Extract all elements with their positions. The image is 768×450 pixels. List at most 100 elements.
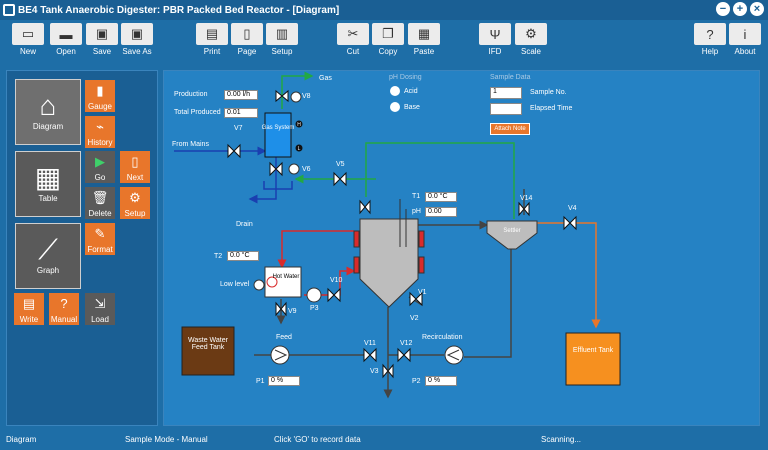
v3-valve[interactable] <box>382 363 394 379</box>
drain-label: Drain <box>236 221 253 228</box>
status-view: Diagram <box>6 435 37 444</box>
status-mode: Sample Mode - Manual <box>125 435 208 444</box>
v10-valve[interactable] <box>327 287 341 303</box>
effluent-tank-label: Effluent Tank <box>572 347 614 354</box>
print-button[interactable]: ▤Print <box>196 23 228 57</box>
window-title: BE4 Tank Anaerobic Digester: PBR Packed … <box>18 4 340 16</box>
save-button[interactable]: ▣Save <box>86 23 118 57</box>
v4-valve[interactable] <box>563 215 577 231</box>
next-file-icon: ▯ <box>131 154 139 169</box>
v2-valve[interactable] <box>409 291 423 307</box>
help-button[interactable]: ?Help <box>694 23 726 57</box>
svg-text:H: H <box>297 122 301 128</box>
scale-button[interactable]: ⚙Scale <box>515 23 547 57</box>
open-button[interactable]: ▬Open <box>50 23 82 57</box>
t2-value: 0.0 °C <box>227 251 259 261</box>
low-level-marker <box>295 144 303 152</box>
diagram-panel: Gas System H L Settler Hot Water <box>163 70 760 426</box>
status-hint: Click 'GO' to record data <box>274 435 361 444</box>
from-mains-label: From Mains <box>172 141 209 148</box>
table-view-button[interactable]: ▦Table <box>15 151 81 217</box>
process-diagram: Gas System H L Settler Hot Water <box>174 71 621 399</box>
v9-valve[interactable] <box>275 301 287 317</box>
info-icon: i <box>729 23 761 45</box>
v12-valve[interactable] <box>397 347 411 363</box>
v6-valve[interactable] <box>269 161 283 177</box>
app-icon <box>3 4 15 16</box>
settler-return-line <box>464 247 512 358</box>
status-state: Scanning... <box>541 435 582 444</box>
hot-water-in-line <box>304 266 356 296</box>
new-button[interactable]: ▭New <box>12 23 44 57</box>
attach-note-button[interactable]: Attach Note <box>490 123 530 135</box>
heater-left-top <box>353 230 360 248</box>
load-button[interactable]: ⇲Load <box>85 293 115 325</box>
gas-system-label: Gas System <box>262 125 295 131</box>
page-setup-icon: ▥ <box>266 23 298 45</box>
p1-value[interactable]: 0 % <box>268 376 300 386</box>
title-bar: BE4 Tank Anaerobic Digester: PBR Packed … <box>0 0 768 20</box>
help-book-icon: ? <box>694 23 726 45</box>
sample-data-label: Sample Data <box>490 74 531 81</box>
floppy-icon: ▣ <box>86 23 118 45</box>
gauge-button[interactable]: ▮Gauge <box>85 80 115 112</box>
save-as-icon: ▣ <box>121 23 153 45</box>
history-button[interactable]: ⌁History <box>85 116 115 148</box>
page-button[interactable]: ▯Page <box>231 23 263 57</box>
sidebar: ⌂Diagram ▦Table ⟋Graph ▮Gauge ⌁History ▶… <box>6 70 158 426</box>
low-level-indicator[interactable] <box>253 279 265 291</box>
v11-valve[interactable] <box>363 347 377 363</box>
gas-label: Gas <box>319 75 332 82</box>
v5b-valve[interactable] <box>359 199 371 215</box>
gas-system-vessel <box>264 112 292 158</box>
trash-icon: 🗑 <box>91 190 109 205</box>
v8-valve[interactable] <box>275 89 289 103</box>
v8-indicator <box>290 91 302 103</box>
v5-valve[interactable] <box>333 171 347 187</box>
write-button[interactable]: ▤Write <box>14 293 44 325</box>
minimize-button[interactable]: − <box>716 2 730 16</box>
feed-label: Feed <box>276 334 292 341</box>
diagram-view-button[interactable]: ⌂Diagram <box>15 79 81 145</box>
manual-button[interactable]: ?Manual <box>49 293 79 325</box>
v7-valve[interactable] <box>227 143 241 159</box>
high-level-marker <box>295 120 303 128</box>
total-produced-label: Total Produced <box>174 109 221 116</box>
v14-valve[interactable] <box>518 201 530 217</box>
sample-setup-button[interactable]: ⚙Setup <box>120 187 150 219</box>
usb-icon: Ψ <box>479 23 511 45</box>
settler-vessel <box>486 220 538 250</box>
setup-button[interactable]: ▥Setup <box>266 23 298 57</box>
clipboard-icon: ▦ <box>408 23 440 45</box>
elapsed-time-value <box>490 103 522 115</box>
acid-radio[interactable] <box>390 86 400 96</box>
close-button[interactable]: × <box>750 2 764 16</box>
gears-icon: ⚙ <box>515 23 547 45</box>
effluent-line <box>537 222 601 329</box>
v6-indicator <box>288 163 300 175</box>
paste-button[interactable]: ▦Paste <box>408 23 440 57</box>
save-as-button[interactable]: ▣Save As <box>121 23 153 57</box>
copy-button[interactable]: ❐Copy <box>372 23 404 57</box>
scissors-icon: ✂ <box>337 23 369 45</box>
production-value: 0.00 l/h <box>224 90 258 100</box>
svg-text:Hot Water: Hot Water <box>273 274 300 280</box>
cut-button[interactable]: ✂Cut <box>337 23 369 57</box>
graph-view-button[interactable]: ⟋Graph <box>15 223 81 289</box>
settler-label: Settler <box>503 228 520 234</box>
base-radio[interactable] <box>390 102 400 112</box>
go-button[interactable]: ▶Go <box>85 151 115 183</box>
t1-value: 0.0 °C <box>425 192 457 202</box>
next-button[interactable]: ▯Next <box>120 151 150 183</box>
delete-button[interactable]: 🗑Delete <box>85 187 115 219</box>
bar-chart-icon: ▮ <box>96 83 104 98</box>
format-button[interactable]: ✎Format <box>85 223 115 255</box>
copy-icon: ❐ <box>372 23 404 45</box>
maximize-button[interactable]: + <box>733 2 747 16</box>
sample-no-value[interactable]: 1 <box>490 87 522 99</box>
p2-value[interactable]: 0 % <box>425 376 457 386</box>
line-graph-icon: ⟋ <box>38 234 58 265</box>
note-icon: ▤ <box>22 296 36 311</box>
